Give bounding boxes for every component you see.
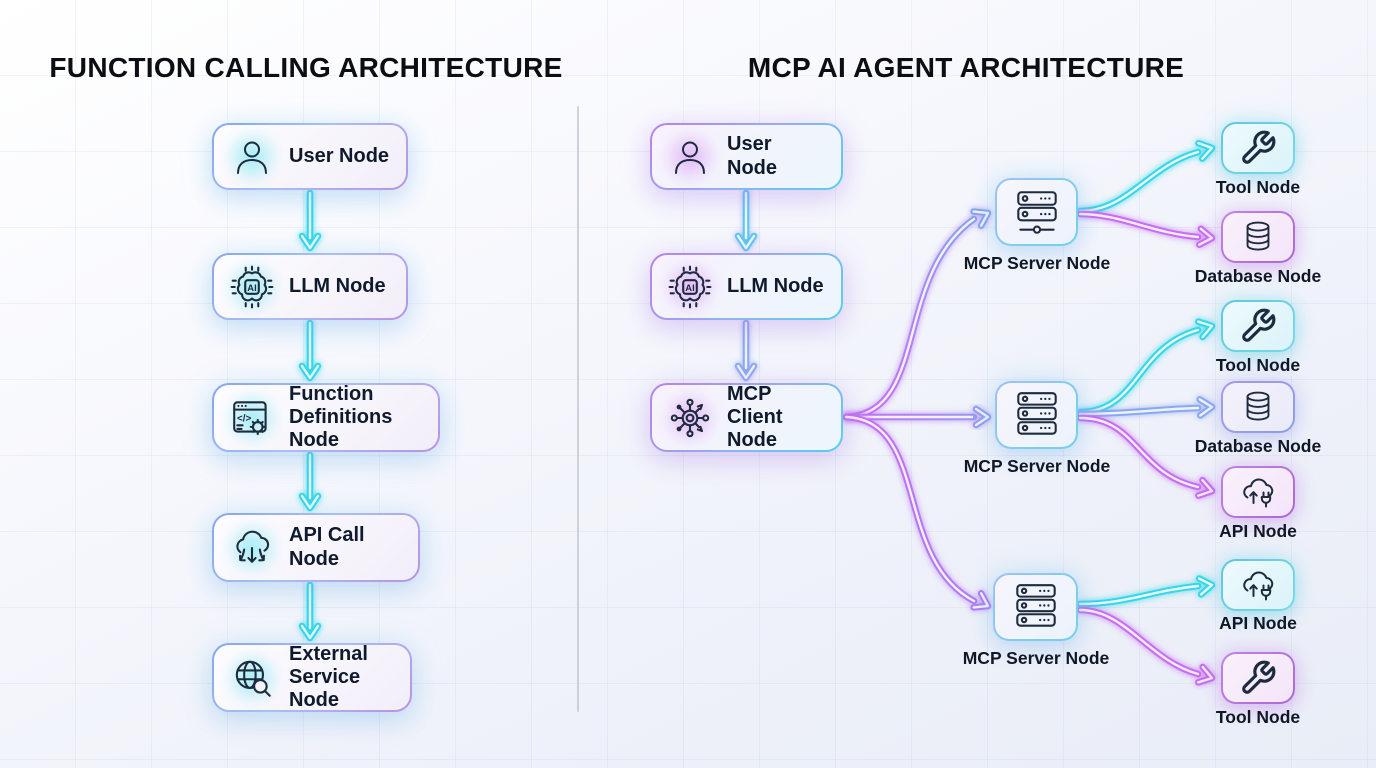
node-tool-3 [1221, 652, 1295, 704]
arrow-server3-to-api [1076, 575, 1216, 608]
globe-search-icon [224, 649, 280, 706]
node-external-service: External Service Node [212, 643, 412, 712]
node-user-right: User Node [650, 123, 843, 190]
node-mcp-server-1 [995, 178, 1078, 246]
arrow-user-to-llm-left [298, 189, 322, 252]
panel-divider [577, 106, 579, 712]
node-label: User Node [727, 133, 777, 179]
database-icon [1246, 391, 1270, 421]
leaf-label: Tool Node [1215, 177, 1301, 197]
node-function-definitions: </> Function Definitions Node [212, 383, 440, 452]
leaf-label: Tool Node [1215, 707, 1301, 727]
ai-brain-chip-icon: AI [662, 258, 718, 315]
cloud-plug-icon [1243, 571, 1274, 601]
wrench-icon [1242, 308, 1276, 342]
arrow-llm-to-funcdefs [298, 319, 322, 382]
node-mcp-client: MCP Client Node [650, 383, 843, 452]
node-label: LLM Node [289, 274, 386, 297]
node-api-1 [1221, 466, 1295, 518]
arrow-server2-to-tool [1076, 318, 1216, 416]
node-llm-left: AI LLM Node [212, 253, 408, 320]
arrow-server2-to-database [1076, 396, 1216, 419]
arrow-funcdefs-to-apicall [298, 451, 322, 512]
arrow-server1-to-database [1076, 210, 1216, 248]
node-label: LLM Node [727, 274, 824, 297]
server-label: MCP Server Node [963, 253, 1111, 273]
server-rack-icon [1016, 392, 1057, 435]
svg-text:AI: AI [247, 281, 256, 292]
arrow-apicall-to-external [298, 581, 322, 642]
arrow-client-to-server-2 [842, 405, 992, 429]
server-rack-icon [1015, 584, 1056, 627]
ai-brain-chip-icon: AI [224, 258, 280, 315]
node-user-left: User Node [212, 123, 408, 190]
wrench-icon [1242, 660, 1276, 694]
cloud-plug-icon [1243, 478, 1274, 508]
node-mcp-server-3 [993, 573, 1078, 641]
server-rack-icon [1016, 191, 1057, 234]
database-icon [1246, 221, 1270, 251]
leaf-label: API Node [1219, 521, 1297, 541]
node-database-1 [1221, 211, 1295, 263]
node-label: MCP Client Node [727, 382, 783, 452]
arrow-llm-to-mcpclient [734, 319, 758, 382]
code-window-gear-icon: </> [224, 389, 280, 446]
node-tool-1 [1221, 122, 1295, 174]
arrow-user-to-llm-right [734, 189, 758, 252]
leaf-label: Database Node [1194, 436, 1322, 456]
left-panel-title: FUNCTION CALLING ARCHITECTURE [49, 52, 563, 83]
network-hub-icon [662, 389, 718, 446]
arrow-server1-to-tool [1076, 139, 1216, 215]
server-label: MCP Server Node [963, 456, 1111, 476]
user-icon [662, 128, 718, 185]
svg-text:</>: </> [237, 413, 252, 424]
node-label: User Node [289, 144, 390, 167]
node-api-2 [1221, 559, 1295, 611]
node-tool-2 [1221, 300, 1295, 352]
leaf-label: Database Node [1194, 266, 1322, 286]
node-label: API Call Node [289, 524, 365, 570]
arrow-client-to-server-3 [842, 413, 992, 611]
node-mcp-server-2 [995, 381, 1078, 449]
svg-text:AI: AI [685, 281, 694, 292]
node-llm-right: AI LLM Node [650, 253, 843, 320]
node-database-2 [1221, 381, 1295, 433]
node-api-call: API Call Node [212, 513, 420, 582]
user-icon [224, 128, 280, 185]
node-label: External Service Node [289, 642, 368, 712]
wrench-icon [1242, 130, 1276, 164]
right-panel-title: MCP AI AGENT ARCHITECTURE [747, 52, 1185, 83]
node-label: Function Definitions Node [289, 382, 393, 452]
cloud-arrows-icon [224, 519, 280, 576]
arrow-client-to-server-1 [842, 208, 992, 421]
server-label: MCP Server Node [962, 648, 1110, 668]
leaf-label: API Node [1219, 613, 1297, 633]
leaf-label: Tool Node [1215, 355, 1301, 375]
